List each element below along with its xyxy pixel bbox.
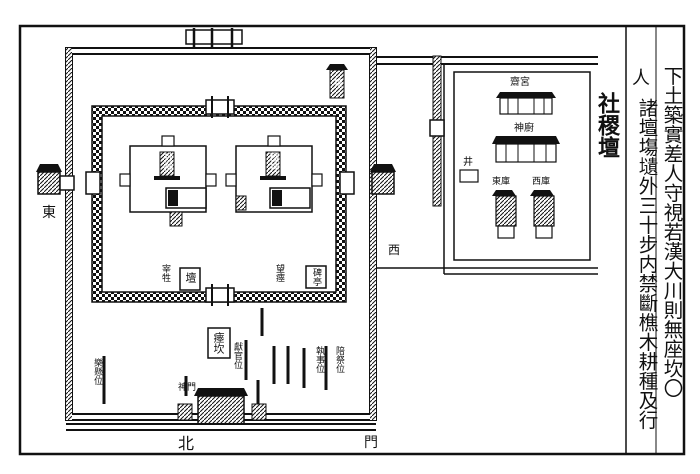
compound-buildings: [459, 92, 560, 239]
label-west-store: 西庫: [532, 177, 551, 187]
inscription-column-2: 諸壇塲壝外三十步内禁斷樵木耕種及行: [635, 98, 658, 430]
ji-tablet-label: 稷神: [267, 152, 278, 172]
lower-right-label: 門: [364, 435, 378, 451]
bottom-wall: [66, 423, 376, 431]
tablet-box-left: [179, 267, 201, 291]
label-tablet-left: 壇: [184, 272, 197, 283]
pit-box: [207, 327, 231, 359]
label-well: 井: [463, 157, 473, 168]
stele-block: [326, 64, 348, 99]
east-label: 東: [42, 205, 56, 221]
label-east-store: 東庫: [492, 177, 511, 187]
right-compound: [453, 71, 591, 261]
label-music: 樂懸位: [92, 358, 102, 385]
road-post: [429, 55, 445, 207]
label-offerer: 獻官位: [232, 342, 242, 369]
heading-char: 人: [632, 68, 650, 89]
label-attendants: 陪祭位: [334, 346, 344, 373]
she-tablet-label: 社神: [161, 152, 172, 172]
page-title: 社稷壇: [594, 92, 620, 158]
label-spirit-gate: 神門: [178, 383, 197, 393]
side-road: [376, 56, 598, 275]
outer-gates: [36, 28, 396, 425]
label-pit: 瘞坎: [212, 332, 225, 354]
page-frame: [18, 24, 686, 456]
label-store-house: 神廚: [514, 123, 534, 134]
inscription-column-1: 下土築實差人守視若漢大川則無座坎〇: [660, 66, 683, 398]
label-inner-gate-left: 宰牲: [160, 264, 170, 282]
label-tablet-right: 碑亭: [311, 268, 321, 286]
label-inner-gate-right: 望瘞: [274, 264, 284, 282]
north-label: 北: [178, 434, 195, 453]
label-stele-top: 齋: [332, 78, 342, 87]
tablet-box-right: [305, 265, 327, 289]
label-officials: 執事位: [314, 346, 324, 373]
west-label: 西: [388, 243, 401, 257]
label-god-kitchen: 齋宮: [510, 77, 530, 88]
position-markers: [102, 308, 328, 404]
inner-gates: [85, 96, 355, 306]
altar-platforms: [119, 135, 323, 227]
